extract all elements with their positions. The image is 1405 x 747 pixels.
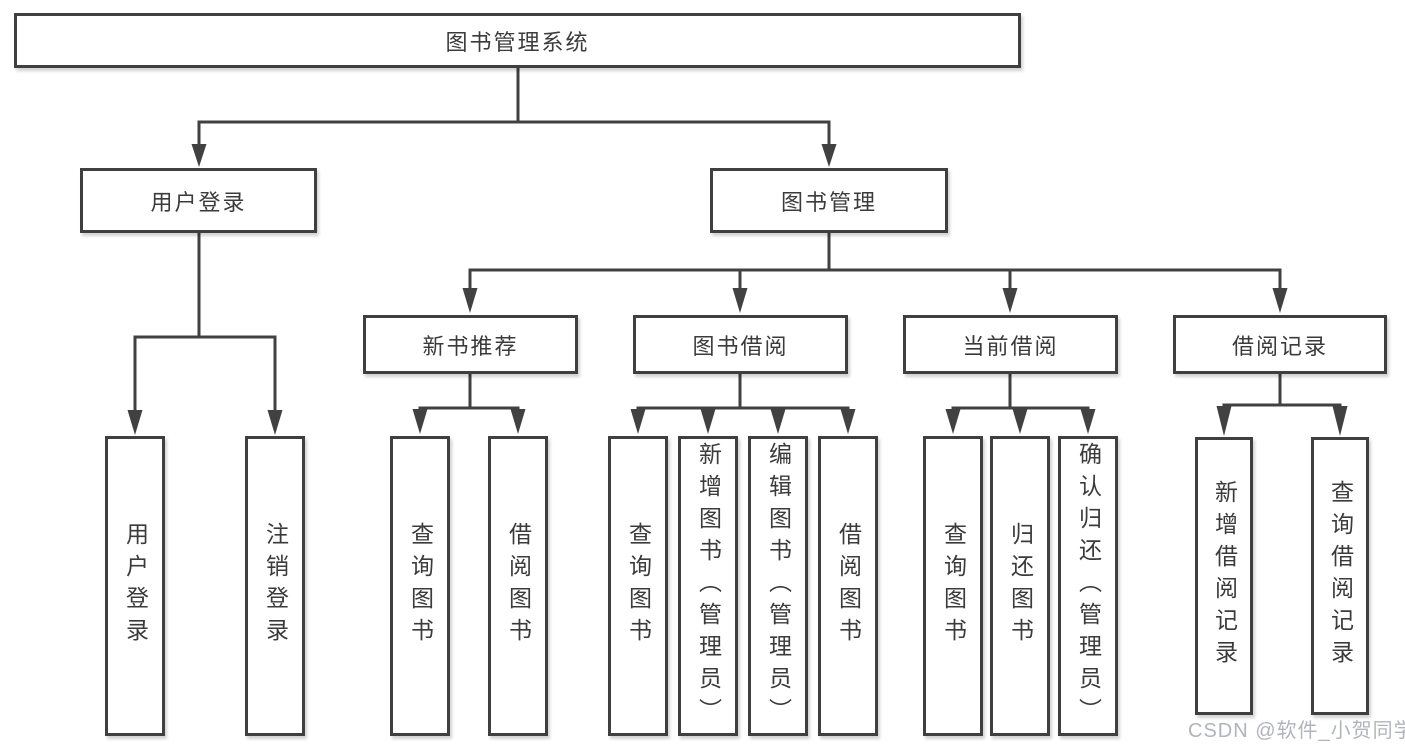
node-label: 查询图书 bbox=[940, 522, 967, 650]
node-label: 编辑图书（管理员） bbox=[765, 442, 792, 730]
csdn-watermark: CSDN @软件_小贺同学 bbox=[1188, 720, 1405, 742]
leaf-newbooks-borrow-books: 借阅图书 bbox=[488, 436, 548, 736]
connector-root-to-level2 bbox=[191, 68, 837, 167]
node-label: 借阅图书 bbox=[505, 522, 532, 650]
node-library-management-system: 图书管理系统 bbox=[14, 13, 1021, 68]
node-label: 归还图书 bbox=[1007, 522, 1034, 650]
node-label: 用户登录 bbox=[150, 189, 247, 215]
leaf-records-add-record: 新增借阅记录 bbox=[1195, 437, 1253, 715]
leaf-current-query-books: 查询图书 bbox=[923, 436, 983, 736]
leaf-borrow-query-books: 查询图书 bbox=[608, 436, 668, 736]
node-new-book-recommend: 新书推荐 bbox=[363, 315, 578, 374]
node-label: 注销登录 bbox=[262, 522, 289, 650]
leaf-user-login: 用户登录 bbox=[105, 436, 165, 736]
node-book-borrow: 图书借阅 bbox=[633, 315, 848, 374]
leaf-current-return-books: 归还图书 bbox=[990, 436, 1050, 736]
connector-new-book-recommend-branch bbox=[412, 374, 526, 434]
node-label: 查询借阅记录 bbox=[1327, 480, 1354, 672]
node-label: 用户登录 bbox=[122, 522, 149, 650]
node-label: 查询图书 bbox=[625, 522, 652, 650]
leaf-newbooks-query-books: 查询图书 bbox=[390, 436, 450, 736]
leaf-borrow-add-books-admin: 新增图书（管理员） bbox=[678, 436, 738, 736]
node-label: 借阅图书 bbox=[835, 522, 862, 650]
leaf-current-confirm-return-admin: 确认归还（管理员） bbox=[1058, 436, 1118, 736]
connector-book-management-branch bbox=[462, 233, 1288, 313]
node-label: 新增图书（管理员） bbox=[695, 442, 722, 730]
connector-book-borrow-branch bbox=[630, 374, 856, 434]
connector-user-login-branch bbox=[127, 233, 283, 435]
node-label: 图书管理系统 bbox=[445, 29, 590, 55]
node-current-borrow: 当前借阅 bbox=[903, 315, 1118, 374]
node-label: 新书推荐 bbox=[422, 333, 519, 359]
connector-borrow-records-branch bbox=[1216, 374, 1348, 436]
leaf-borrow-edit-books-admin: 编辑图书（管理员） bbox=[748, 436, 808, 736]
node-label: 借阅记录 bbox=[1231, 333, 1328, 359]
leaf-records-query-record: 查询借阅记录 bbox=[1311, 437, 1369, 715]
node-label: 查询图书 bbox=[407, 522, 434, 650]
connector-current-borrow-branch bbox=[945, 374, 1096, 434]
node-label: 新增借阅记录 bbox=[1211, 480, 1238, 672]
node-label: 确认归还（管理员） bbox=[1075, 442, 1102, 730]
node-book-management: 图书管理 bbox=[710, 168, 948, 233]
leaf-logout: 注销登录 bbox=[245, 436, 305, 736]
node-user-login: 用户登录 bbox=[80, 168, 317, 233]
node-label: 图书借阅 bbox=[692, 333, 789, 359]
leaf-borrow-borrow-books: 借阅图书 bbox=[818, 436, 878, 736]
node-label: 图书管理 bbox=[780, 189, 877, 215]
node-label: 当前借阅 bbox=[962, 333, 1059, 359]
node-borrow-records: 借阅记录 bbox=[1173, 315, 1387, 374]
